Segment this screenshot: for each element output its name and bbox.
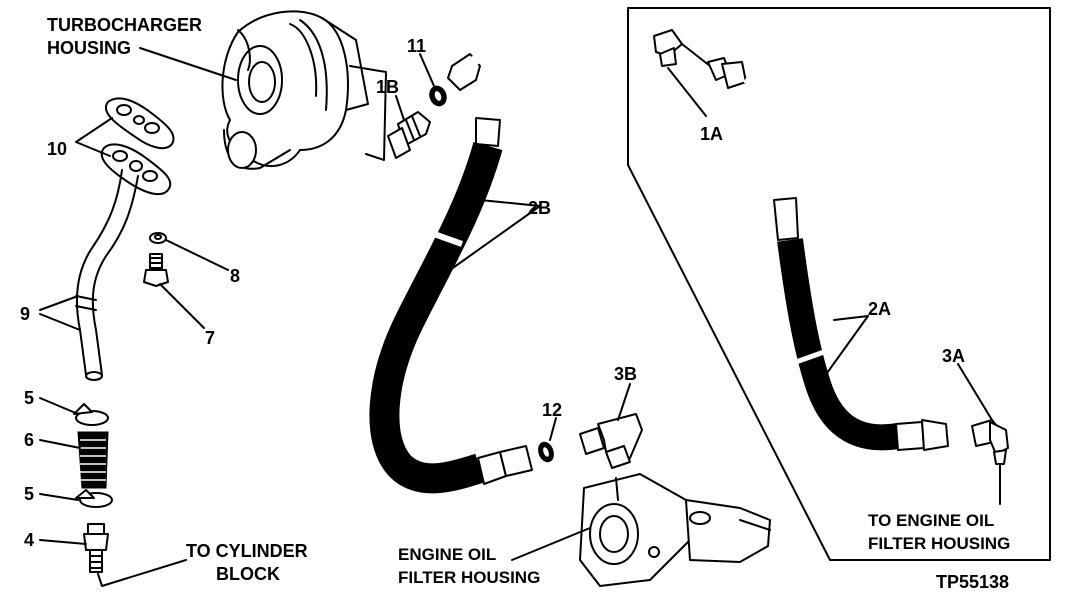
leader-turbocharger [139, 47, 237, 81]
label-part-8: 8 [230, 266, 240, 286]
label-part-9: 9 [20, 304, 30, 324]
figure-id: TP55138 [936, 572, 1009, 592]
fitting-1a [653, 29, 683, 67]
label-turbocharger-line2: HOUSING [47, 38, 131, 58]
elbow-3b [579, 413, 643, 469]
engine-oil-filter-housing-left [579, 473, 771, 587]
label-engine-oil-left-line1: ENGINE OIL [398, 545, 496, 564]
turbocharger-housing [221, 10, 369, 170]
label-part-5-top: 5 [24, 388, 34, 408]
elbow-3a [971, 419, 1009, 465]
label-part-7: 7 [205, 328, 215, 348]
clamp-5-bottom [75, 489, 113, 508]
label-engine-oil-left-line2: FILTER HOUSING [398, 568, 540, 587]
label-part-10: 10 [47, 139, 67, 159]
label-part-1a: 1A [700, 124, 723, 144]
label-part-2b: 2B [528, 198, 551, 218]
bolt-7 [143, 253, 169, 287]
label-part-5-bottom: 5 [24, 484, 34, 504]
inset-frame [627, 7, 1051, 561]
label-turbocharger-line1: TURBOCHARGER [47, 15, 202, 35]
label-engine-oil-right-line2: FILTER HOUSING [868, 534, 1010, 553]
label-to-cylinder-line1: TO CYLINDER [186, 541, 308, 561]
hose-2a [681, 43, 949, 451]
label-part-2a: 2A [868, 299, 891, 319]
label-part-3b: 3B [614, 364, 637, 384]
label-part-12: 12 [542, 400, 562, 420]
label-part-6: 6 [24, 430, 34, 450]
o-ring-12 [538, 441, 554, 463]
clamp-5-top [73, 403, 109, 426]
label-part-11: 11 [407, 36, 426, 56]
label-part-1b: 1B [376, 77, 399, 97]
fitting-4 [83, 523, 109, 573]
label-engine-oil-right-line1: TO ENGINE OIL [868, 511, 994, 530]
fitting-1b [387, 111, 431, 159]
label-to-cylinder-line2: BLOCK [216, 564, 280, 584]
gasket-10 [100, 97, 175, 196]
hose-2b [369, 45, 533, 494]
label-part-3a: 3A [942, 346, 965, 366]
o-ring-11 [429, 85, 447, 107]
hose-6 [77, 431, 109, 489]
washer-8 [149, 232, 167, 244]
return-tube-9 [75, 169, 139, 381]
label-part-4: 4 [24, 530, 34, 550]
